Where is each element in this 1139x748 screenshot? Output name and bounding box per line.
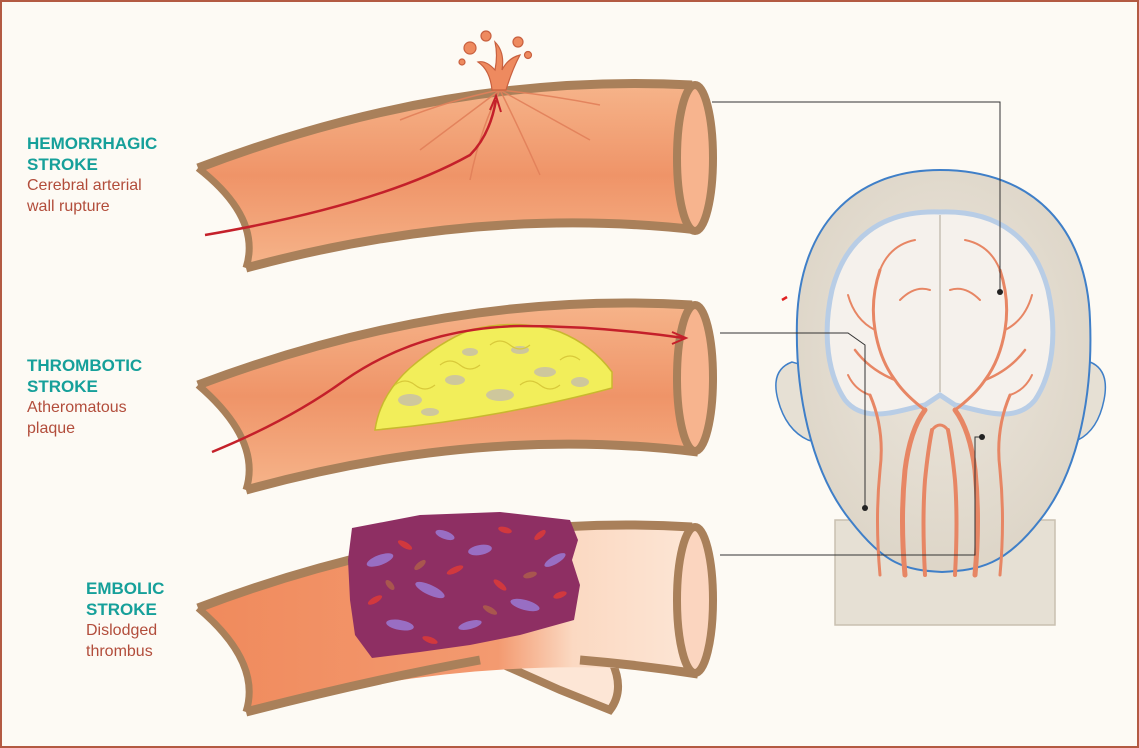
thrombotic-vessel — [198, 303, 713, 490]
embolic-title-line1: EMBOLIC — [86, 578, 164, 599]
embolic-label: EMBOLIC STROKE Dislodged thrombus — [86, 578, 164, 662]
thrombotic-label: THROMBOTIC STROKE Atheromatous plaque — [27, 355, 142, 439]
hemorrhagic-title-line1: HEMORRHAGIC — [27, 133, 157, 154]
connector-dot — [862, 505, 868, 511]
embolic-desc-line1: Dislodged — [86, 620, 164, 641]
connector-dot — [997, 289, 1003, 295]
hemorrhagic-desc-line2: wall rupture — [27, 196, 157, 217]
thrombotic-title-line2: STROKE — [27, 376, 142, 397]
hemorrhagic-desc-line1: Cerebral arterial — [27, 175, 157, 196]
hemorrhagic-title-line2: STROKE — [27, 154, 157, 175]
thrombotic-desc-line2: plaque — [27, 418, 142, 439]
head-brain-icon — [776, 170, 1106, 625]
embolic-title-line2: STROKE — [86, 599, 164, 620]
thrombotic-desc-line1: Atheromatous — [27, 397, 142, 418]
hemorrhagic-vessel — [198, 31, 713, 268]
thrombotic-title-line1: THROMBOTIC — [27, 355, 142, 376]
rupture-splash-icon — [459, 31, 532, 90]
embolic-desc-line2: thrombus — [86, 641, 164, 662]
red-mark — [782, 297, 787, 300]
hemorrhagic-label: HEMORRHAGIC STROKE Cerebral arterial wal… — [27, 133, 157, 217]
connector-dot — [979, 434, 985, 440]
embolic-vessel — [198, 512, 713, 712]
